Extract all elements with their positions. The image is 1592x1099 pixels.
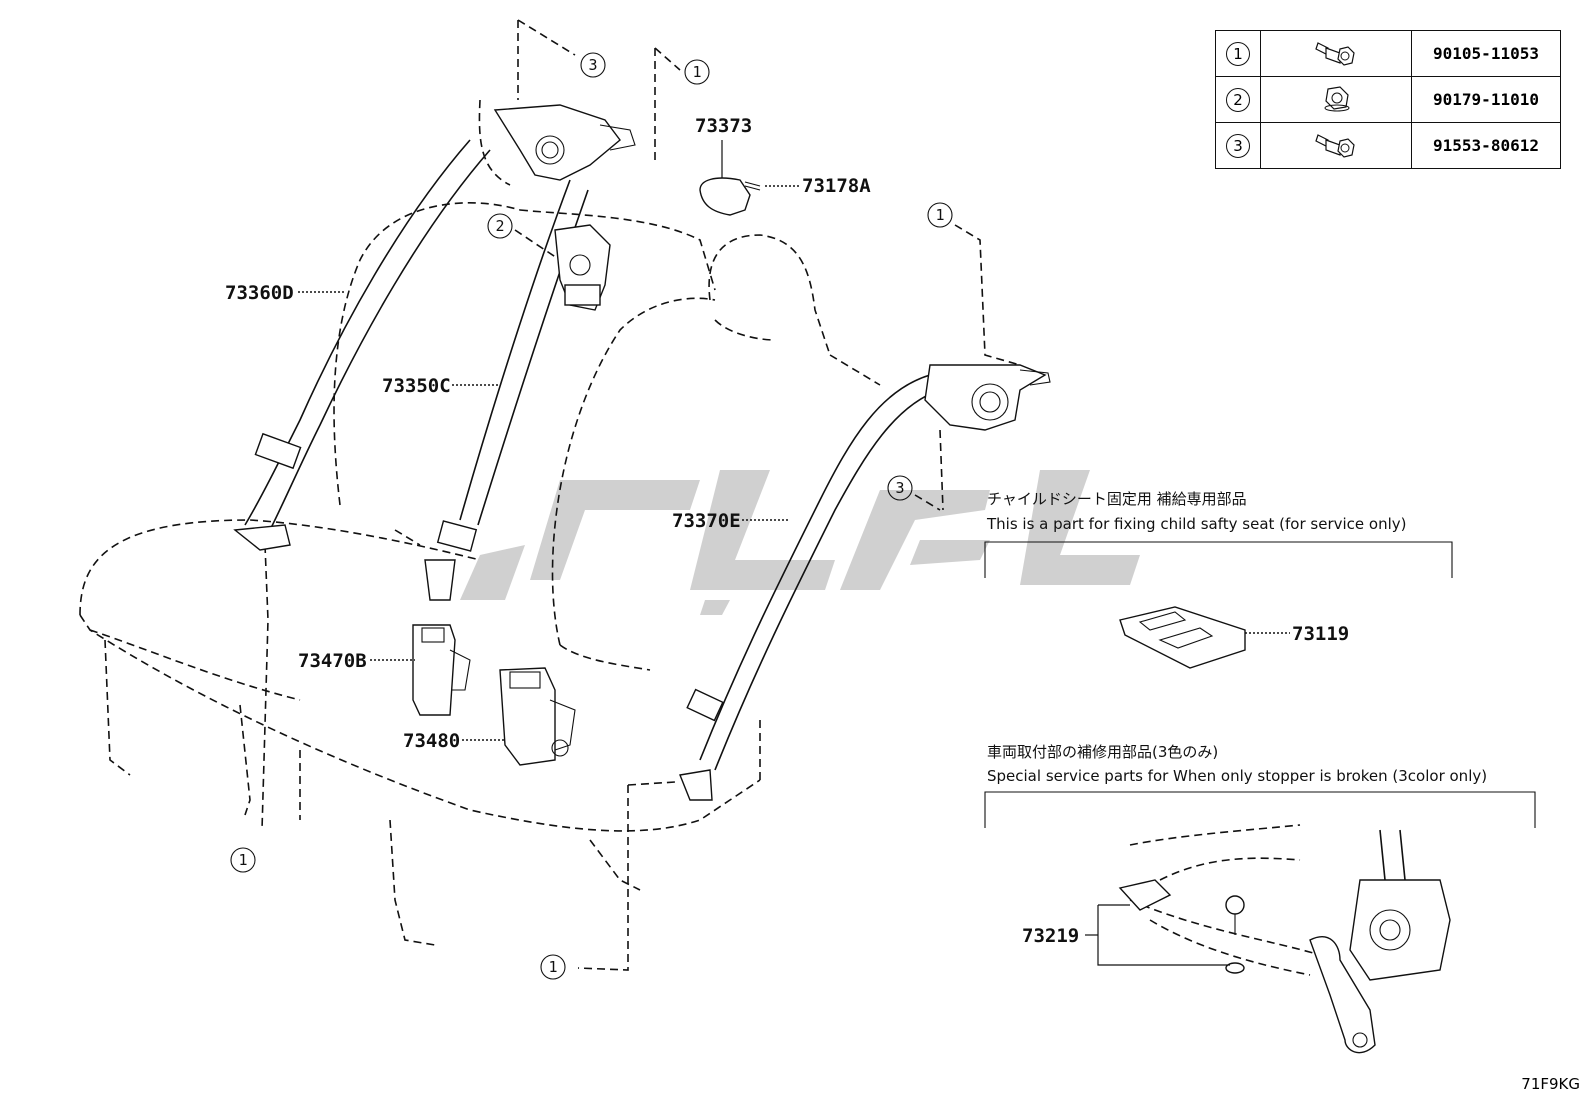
fastener-icon-cell bbox=[1260, 122, 1412, 169]
fastener-reference-table: 1 90105-11053 2 90179-11010 3 bbox=[1215, 30, 1561, 169]
stopper-detail-73219 bbox=[1118, 824, 1451, 1054]
leader-lines bbox=[298, 140, 1290, 966]
callout-1-right: 1 bbox=[927, 202, 953, 228]
buckle-73480 bbox=[499, 667, 576, 766]
part-label-73119[interactable]: 73119 bbox=[1292, 623, 1349, 645]
seat-belt-73350C bbox=[424, 179, 589, 601]
part-label-73360D[interactable]: 73360D bbox=[225, 282, 294, 304]
note-child-seat-jp: チャイルドシート固定用 補給専用部品 bbox=[987, 490, 1247, 508]
callout-2-left: 2 bbox=[487, 213, 513, 239]
rear-seat-outline bbox=[79, 99, 881, 946]
callout-3-right: 3 bbox=[887, 475, 913, 501]
note-stopper-en: Special service parts for When only stop… bbox=[987, 767, 1487, 785]
callout-text: 1 bbox=[692, 63, 701, 81]
clip-73178A bbox=[744, 181, 761, 191]
note-frame-child-seat bbox=[984, 541, 1453, 578]
callout-text: 1 bbox=[238, 851, 247, 869]
callout-1-top: 1 bbox=[684, 59, 710, 85]
callout-text: 2 bbox=[495, 217, 504, 235]
part-label-73370E[interactable]: 73370E bbox=[672, 510, 741, 532]
mounting-guide-lines bbox=[261, 19, 1021, 971]
fastener-ref-cell: 3 bbox=[1215, 122, 1261, 169]
part-label-73480[interactable]: 73480 bbox=[403, 730, 460, 752]
callout-1-bottom-mid: 1 bbox=[540, 954, 566, 980]
fastener-ref-number: 2 bbox=[1226, 87, 1250, 112]
fastener-ref-cell: 1 bbox=[1215, 30, 1261, 77]
note-stopper-jp: 車両取付部の補修用部品(3色のみ) bbox=[987, 743, 1218, 761]
retractor-center bbox=[554, 224, 611, 311]
fastener-part-number[interactable]: 91553-80612 bbox=[1411, 122, 1561, 169]
callout-3-top: 3 bbox=[580, 52, 606, 78]
callout-text: 1 bbox=[935, 206, 944, 224]
retractor-upper-left bbox=[493, 104, 636, 181]
fastener-icon-cell bbox=[1260, 30, 1412, 77]
part-label-73373[interactable]: 73373 bbox=[695, 115, 752, 137]
flange-nut-icon bbox=[1324, 85, 1350, 111]
fastener-part-number[interactable]: 90179-11010 bbox=[1411, 76, 1561, 123]
retractor-right bbox=[924, 364, 1051, 431]
flange-bolt-icon bbox=[1315, 41, 1355, 66]
part-label-73350C[interactable]: 73350C bbox=[382, 375, 451, 397]
fastener-ref-number: 3 bbox=[1226, 133, 1250, 158]
callout-text: 3 bbox=[588, 56, 597, 74]
fastener-icon-cell bbox=[1260, 76, 1412, 123]
part-label-73470B[interactable]: 73470B bbox=[298, 650, 367, 672]
buckle-73470B bbox=[412, 624, 471, 716]
table-row: 3 91553-80612 bbox=[1215, 122, 1561, 169]
table-row: 1 90105-11053 bbox=[1215, 30, 1561, 77]
table-row: 2 90179-11010 bbox=[1215, 76, 1561, 123]
diagram-code: 71F9KG bbox=[1521, 1075, 1580, 1093]
fastener-part-number[interactable]: 90105-11053 bbox=[1411, 30, 1561, 77]
watermark-logo bbox=[460, 470, 1140, 615]
seat-belt-73360D bbox=[233, 139, 491, 551]
part-label-73178A[interactable]: 73178A bbox=[802, 175, 871, 197]
note-child-seat-en: This is a part for fixing child safty se… bbox=[986, 515, 1406, 533]
callout-text: 1 bbox=[548, 958, 557, 976]
note-frame-stopper bbox=[984, 791, 1536, 828]
callout-1-bottom-left: 1 bbox=[230, 847, 256, 873]
seat-belt-73370E bbox=[679, 374, 941, 801]
fastener-ref-number: 1 bbox=[1226, 41, 1250, 66]
cover-73373 bbox=[699, 177, 751, 216]
flange-bolt-icon bbox=[1315, 133, 1355, 158]
fastener-ref-cell: 2 bbox=[1215, 76, 1261, 123]
part-label-73219[interactable]: 73219 bbox=[1022, 925, 1079, 947]
callout-text: 3 bbox=[895, 479, 904, 497]
child-seat-bracket-73119 bbox=[1119, 606, 1246, 669]
